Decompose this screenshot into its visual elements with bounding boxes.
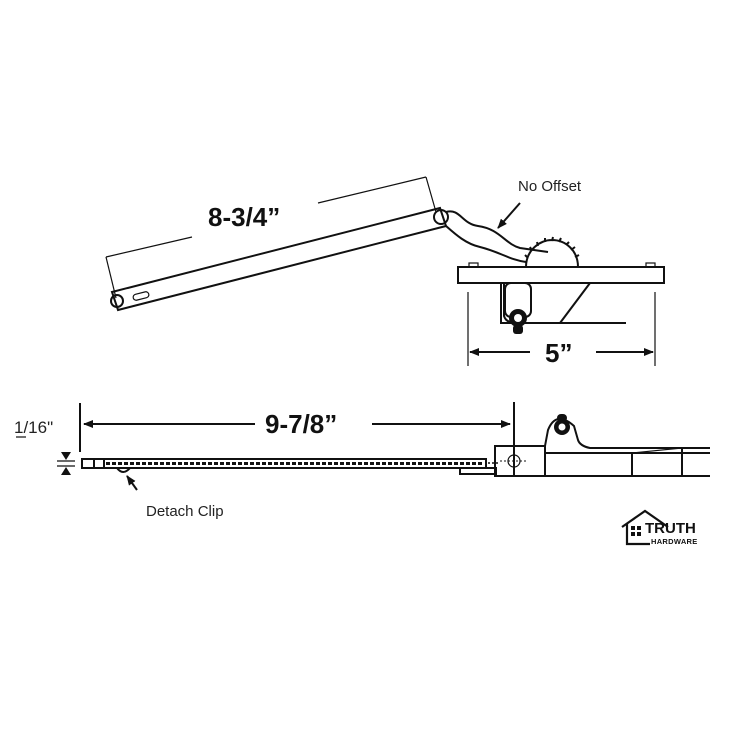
arm-length-label: 8-3/4” <box>208 202 280 232</box>
side-operator-body <box>494 414 710 477</box>
thickness-dimension <box>57 452 75 475</box>
logo-brand-subtitle: HARDWARE <box>651 537 698 546</box>
no-offset-label: No Offset <box>518 178 582 195</box>
base-width-label: 5” <box>545 338 572 368</box>
detach-clip-label: Detach Clip <box>146 503 224 520</box>
thickness-label: 1/16" <box>14 418 53 437</box>
gear-icon <box>524 236 580 268</box>
no-offset-arrow <box>497 202 521 229</box>
side-arm <box>81 458 498 475</box>
truth-hardware-logo: TRUTH HARDWARE <box>621 509 698 546</box>
detach-clip-arrow <box>126 475 138 491</box>
top-view: 8-3/4” No Offset <box>105 176 665 368</box>
side-view: 9-7/8” 1/16" Detach Clip <box>14 402 710 520</box>
overall-length-label: 9-7/8” <box>265 409 337 439</box>
house-icon <box>621 509 669 546</box>
logo-brand-title: TRUTH <box>645 520 696 537</box>
link-arm <box>445 210 549 263</box>
overall-length-dimension <box>79 402 515 475</box>
base-width-dimension <box>467 292 656 366</box>
operator-base <box>457 262 665 334</box>
